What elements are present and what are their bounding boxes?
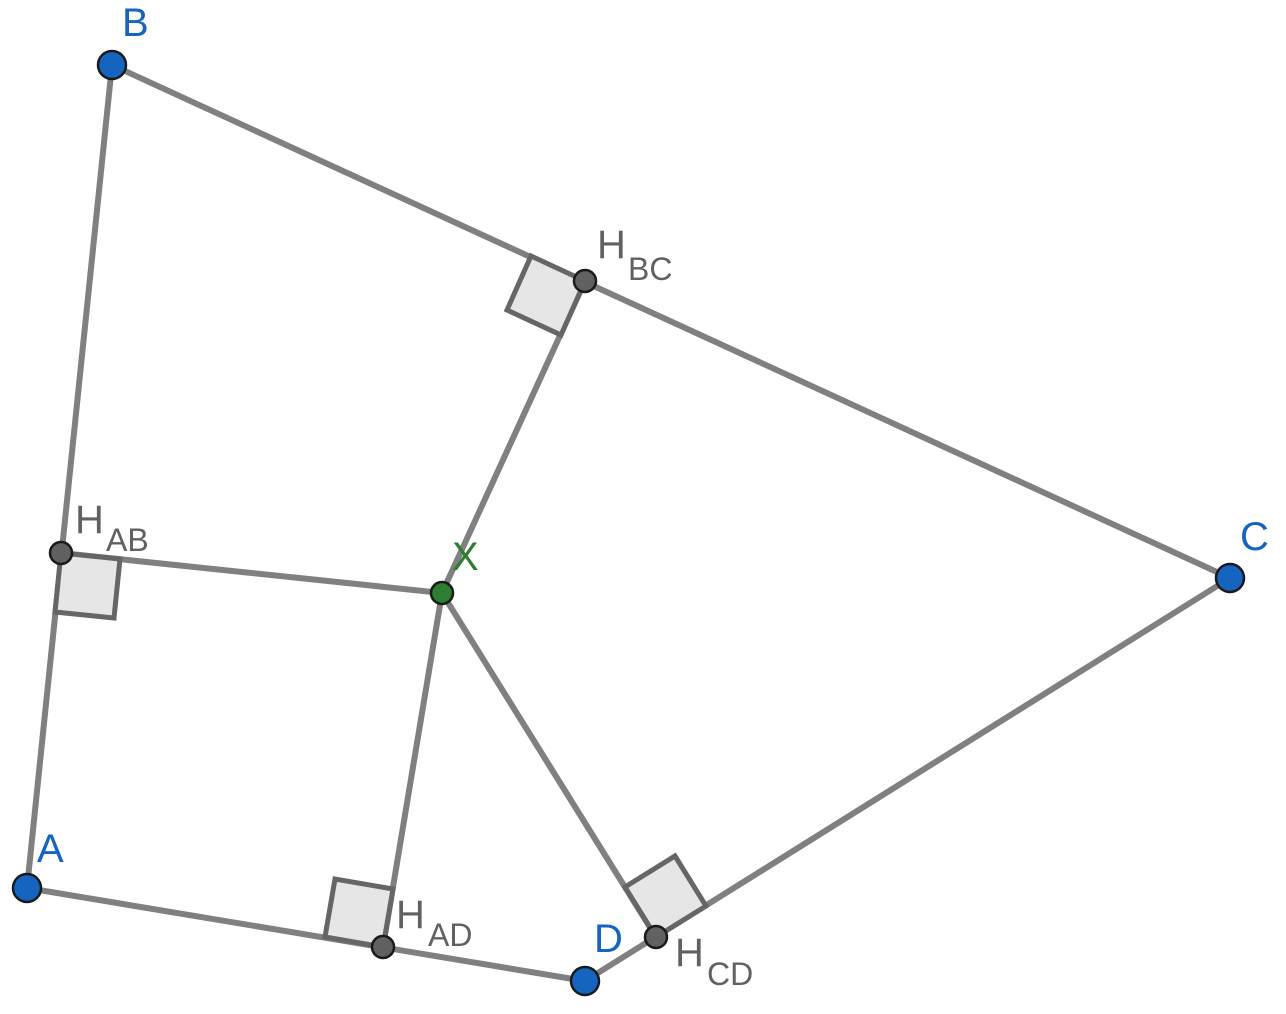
perpendicular-segments xyxy=(58,278,659,950)
side-da xyxy=(24,885,588,984)
vertex-point-d xyxy=(569,965,601,997)
foot-label-hab-main: H xyxy=(75,498,104,542)
foot-label-hcd: H CD xyxy=(675,931,753,992)
foot-label-hcd-main: H xyxy=(675,931,704,975)
foot-label-hbc: H BC xyxy=(597,223,672,287)
vertex-point-a xyxy=(11,872,43,904)
vertex-label-a: A xyxy=(37,827,64,871)
foot-label-had-main: H xyxy=(396,893,425,937)
foot-labels: H BC H AB H AD H CD xyxy=(75,223,753,992)
foot-point-hcd xyxy=(643,924,669,950)
vertex-point-c xyxy=(1214,562,1246,594)
right-angle-markers xyxy=(52,252,710,950)
foot-label-had-sub: AD xyxy=(428,917,472,953)
right-angle-hcd xyxy=(621,852,710,941)
right-angle-had xyxy=(322,876,396,950)
center-point-x xyxy=(429,580,455,606)
foot-point-had xyxy=(370,934,396,960)
vertex-label-c: C xyxy=(1240,515,1269,559)
foot-label-hbc-main: H xyxy=(597,223,626,267)
right-angle-hbc xyxy=(503,252,589,339)
vertex-label-b: B xyxy=(122,1,149,45)
right-angle-hab xyxy=(52,550,123,621)
center-label-x: X xyxy=(452,535,479,579)
foot-point-hab xyxy=(48,540,74,566)
foot-point-hbc xyxy=(572,268,598,294)
side-ab xyxy=(24,62,115,891)
foot-label-had: H AD xyxy=(396,893,472,953)
foot-label-hab: H AB xyxy=(75,498,149,558)
perp-x-hab xyxy=(58,550,445,596)
foot-label-hcd-sub: CD xyxy=(707,956,753,992)
foot-label-hbc-sub: BC xyxy=(628,251,672,287)
side-bc xyxy=(109,62,1233,581)
quadrilateral-sides xyxy=(24,62,1233,984)
vertex-points xyxy=(11,49,1246,997)
foot-label-hab-sub: AB xyxy=(106,522,149,558)
perp-x-hcd xyxy=(439,590,659,940)
vertex-labels: B C A D xyxy=(37,1,1269,961)
vertex-label-d: D xyxy=(594,917,623,961)
foot-points xyxy=(48,268,669,960)
vertex-point-b xyxy=(96,49,128,81)
